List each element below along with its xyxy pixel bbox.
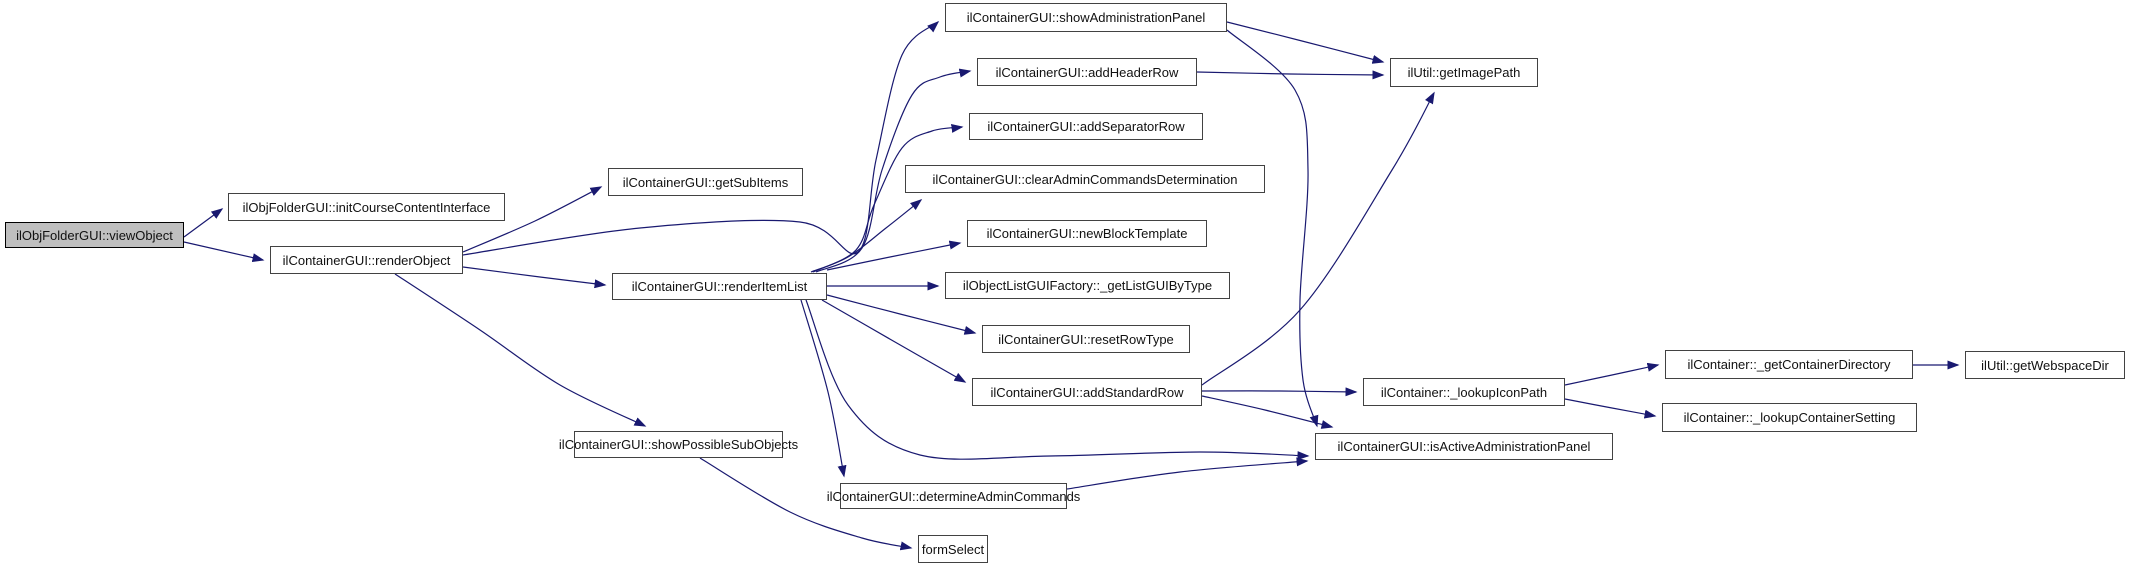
edge-renderItemList-to-newBlockTemplate: [826, 240, 962, 271]
graph-node-clearAdminCommandsDetermination[interactable]: ilContainerGUI::clearAdminCommandsDeterm…: [905, 165, 1265, 193]
edge-renderObject-to-getSubItems: [462, 186, 603, 253]
graph-node-addSeparatorRow[interactable]: ilContainerGUI::addSeparatorRow: [969, 113, 1203, 140]
graph-node-determineAdminCommands[interactable]: ilContainerGUI::determineAdminCommands: [827, 483, 1080, 509]
graph-node-lookupIconPath[interactable]: ilContainer::_lookupIconPath: [1363, 378, 1565, 406]
edge-renderObject-to-showPossibleSubObjects: [394, 273, 647, 427]
graph-node-lookupContainerSetting[interactable]: ilContainer::_lookupContainerSetting: [1662, 403, 1917, 432]
edge-renderObject-to-showAdministrationPanel: [462, 20, 940, 256]
graph-node-getImagePath[interactable]: ilUtil::getImagePath: [1390, 58, 1538, 87]
edge-renderItemList-to-clearAdminCommandsDetermination: [810, 199, 923, 273]
edge-showPossibleSubObjects-to-formSelect: [699, 457, 913, 551]
graph-node-resetRowType[interactable]: ilContainerGUI::resetRowType: [982, 325, 1190, 353]
edge-determineAdminCommands-to-isActiveAdministrationPanel: [1066, 457, 1309, 490]
graph-node-getContainerDirectory[interactable]: ilContainer::_getContainerDirectory: [1665, 350, 1913, 379]
edge-lookupIconPath-to-lookupContainerSetting: [1564, 398, 1657, 419]
edge-renderItemList-to-addHeaderRow: [815, 68, 972, 273]
edge-renderItemList-to-resetRowType: [826, 294, 977, 335]
graph-node-addHeaderRow[interactable]: ilContainerGUI::addHeaderRow: [977, 58, 1197, 86]
graph-node-renderObject[interactable]: ilContainerGUI::renderObject: [270, 246, 463, 274]
edge-renderItemList-to-addSeparatorRow: [812, 123, 964, 273]
graph-node-formSelect[interactable]: formSelect: [918, 535, 988, 563]
edge-renderItemList-to-isActiveAdministrationPanel: [805, 299, 1310, 461]
edge-lookupIconPath-to-getContainerDirectory: [1564, 362, 1660, 386]
edge-showAdministrationPanel-to-isActiveAdministrationPanel: [1226, 29, 1319, 428]
edge-renderItemList-to-determineAdminCommands: [800, 299, 847, 478]
graph-node-getSubItems[interactable]: ilContainerGUI::getSubItems: [608, 168, 803, 196]
edge-addStandardRow-to-lookupIconPath: [1201, 387, 1358, 397]
edge-renderObject-to-renderItemList: [462, 266, 607, 289]
edge-viewObject-to-renderObject: [183, 241, 265, 263]
edge-showAdministrationPanel-to-getImagePath: [1226, 21, 1385, 64]
edge-addStandardRow-to-isActiveAdministrationPanel: [1201, 395, 1334, 429]
graph-node-getWebspaceDir[interactable]: ilUtil::getWebspaceDir: [1965, 351, 2125, 379]
graph-node-initCourseContentInterface[interactable]: ilObjFolderGUI::initCourseContentInterfa…: [228, 193, 505, 221]
edge-renderItemList-to-addStandardRow: [821, 299, 967, 383]
graph-node-showPossibleSubObjects[interactable]: ilContainerGUI::showPossibleSubObjects: [559, 431, 798, 458]
graph-node-getListGUIByType[interactable]: ilObjectListGUIFactory::_getListGUIByTyp…: [945, 272, 1230, 299]
graph-node-renderItemList[interactable]: ilContainerGUI::renderItemList: [612, 273, 827, 300]
edge-viewObject-to-initCourseContentInterface: [183, 208, 224, 238]
graph-node-isActiveAdministrationPanel[interactable]: ilContainerGUI::isActiveAdministrationPa…: [1315, 433, 1613, 460]
graph-node-viewObject[interactable]: ilObjFolderGUI::viewObject: [5, 222, 184, 248]
edge-addStandardRow-to-getImagePath: [1201, 91, 1435, 386]
graph-node-newBlockTemplate[interactable]: ilContainerGUI::newBlockTemplate: [967, 220, 1207, 247]
graph-node-showAdministrationPanel[interactable]: ilContainerGUI::showAdministrationPanel: [945, 3, 1227, 32]
graph-node-addStandardRow[interactable]: ilContainerGUI::addStandardRow: [972, 378, 1202, 406]
edge-addHeaderRow-to-getImagePath: [1196, 70, 1385, 80]
